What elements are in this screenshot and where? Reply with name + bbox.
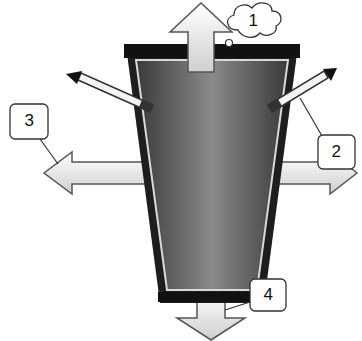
callout-box bbox=[250, 279, 286, 311]
leader-line bbox=[300, 98, 322, 136]
radiation-arrow bbox=[66, 71, 153, 112]
callout-number: 3 bbox=[25, 111, 34, 131]
heat-arrow bbox=[170, 3, 232, 72]
vessel-content bbox=[136, 60, 288, 290]
callout-bubble bbox=[226, 40, 233, 47]
vessel-wall bbox=[126, 46, 298, 303]
callout-number: 4 bbox=[264, 285, 273, 305]
callout-cloud bbox=[228, 3, 281, 37]
callout-box bbox=[10, 104, 48, 139]
heat-arrow bbox=[44, 152, 155, 194]
callout-number: 1 bbox=[249, 11, 258, 31]
radiation-arrow bbox=[268, 68, 337, 112]
callout-box bbox=[318, 135, 355, 169]
leader-line bbox=[40, 139, 58, 164]
leader-line bbox=[225, 302, 250, 310]
callout-number: 2 bbox=[332, 142, 341, 162]
